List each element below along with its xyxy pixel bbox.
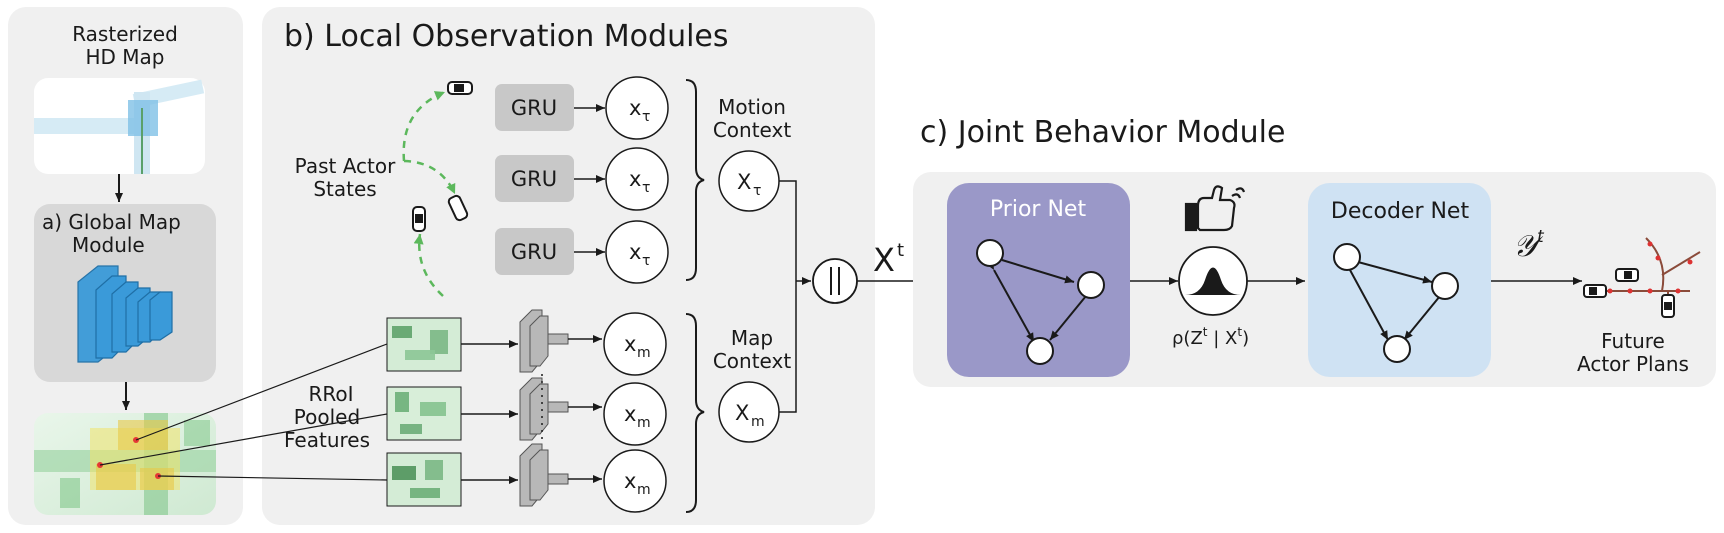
cnn-block-icon	[519, 443, 569, 507]
past-actor-states-label-1: Past Actor	[295, 154, 396, 178]
motion-feature-node: x τ	[605, 76, 669, 140]
svg-text:x: x	[624, 402, 636, 426]
car-icon	[447, 81, 473, 95]
global-map-module-label-1: a) Global Map	[42, 210, 181, 234]
hd-map-label-1: Rasterized	[72, 22, 178, 46]
joint-behavior-title: c) Joint Behavior Module	[920, 115, 1285, 150]
map-context-node: X m	[718, 381, 780, 443]
global-feature-heatmap	[34, 413, 216, 515]
gru-label: GRU	[511, 240, 557, 264]
gru-label: GRU	[511, 96, 557, 120]
rroi-label-1: RRoI	[308, 382, 353, 406]
map-context-label-1: Map	[731, 326, 773, 350]
cnn-block-icon	[519, 377, 569, 441]
svg-text:x: x	[624, 469, 636, 493]
rroi-label-3: Features	[284, 428, 370, 452]
decoder-net-graph	[1333, 243, 1459, 363]
rroi-label-2: Pooled	[294, 405, 360, 429]
output-symbol-sup: t	[1537, 227, 1545, 247]
svg-text:x: x	[629, 96, 641, 120]
concat-output-sup: t	[897, 240, 904, 261]
gru-block: GRU	[495, 84, 574, 131]
svg-text:τ: τ	[642, 180, 650, 196]
map-feature-node: x m	[603, 449, 667, 513]
svg-text:X: X	[735, 401, 749, 425]
gru-block: GRU	[495, 228, 574, 275]
local-observation-panel: b) Local Observation Modules Past Actor …	[99, 7, 875, 525]
decoder-net-label: Decoder Net	[1331, 199, 1470, 224]
svg-text:m: m	[637, 415, 651, 431]
rroi-feature-patch	[386, 386, 462, 441]
map-context-label-2: Context	[713, 349, 792, 373]
local-observation-title: b) Local Observation Modules	[284, 19, 729, 54]
future-plans-graphic	[1583, 237, 1701, 318]
motion-context-node: X τ	[718, 150, 780, 212]
svg-text:τ: τ	[753, 183, 761, 199]
motion-context-label-2: Context	[713, 118, 792, 142]
distribution-label: ρ(Zt | Xt)	[1172, 325, 1249, 349]
rroi-feature-patch	[386, 317, 462, 372]
map-feature-node: x m	[603, 312, 667, 376]
svg-text:x: x	[624, 332, 636, 356]
hd-map-label-2: HD Map	[85, 45, 164, 69]
car-icon	[447, 194, 469, 222]
joint-behavior-panel: Prior Net ρ(Zt | Xt) Decoder N	[913, 172, 1716, 387]
future-plans-label-2: Actor Plans	[1577, 352, 1689, 376]
gru-label: GRU	[511, 167, 557, 191]
gaussian-icon	[1178, 246, 1248, 316]
concat-icon	[812, 258, 858, 304]
svg-text:x: x	[629, 167, 641, 191]
car-icon	[412, 206, 426, 232]
gru-block: GRU	[495, 155, 574, 202]
rroi-feature-patch	[386, 452, 462, 507]
sampling-hand-icon	[1184, 185, 1246, 232]
svg-text:m: m	[637, 345, 651, 361]
car-icon	[1661, 294, 1675, 318]
cnn-block-icon	[77, 265, 173, 363]
concat-output-label: X	[873, 241, 895, 279]
svg-text:m: m	[637, 482, 651, 498]
prior-net-graph	[976, 239, 1105, 365]
prior-net-label: Prior Net	[990, 197, 1087, 222]
map-brace	[685, 313, 705, 513]
car-icon	[1615, 268, 1639, 282]
svg-text:τ: τ	[642, 109, 650, 125]
motion-feature-node: x τ	[605, 147, 669, 211]
past-actor-states-label-2: States	[313, 177, 376, 201]
motion-brace	[685, 79, 705, 281]
svg-text:m: m	[751, 414, 765, 430]
svg-text:X: X	[737, 170, 751, 194]
motion-feature-node: x τ	[605, 220, 669, 284]
motion-context-label-1: Motion	[718, 95, 786, 119]
map-feature-node: x m	[603, 382, 667, 446]
hd-map-image	[34, 78, 205, 174]
future-plans-label-1: Future	[1601, 329, 1665, 353]
global-map-module-label-2: Module	[72, 233, 145, 257]
past-trajectories	[402, 90, 457, 297]
svg-text:x: x	[629, 240, 641, 264]
svg-text:τ: τ	[642, 253, 650, 269]
car-icon	[1583, 284, 1607, 298]
global-map-panel: Rasterized HD Map a) Global Map Module	[8, 7, 243, 525]
